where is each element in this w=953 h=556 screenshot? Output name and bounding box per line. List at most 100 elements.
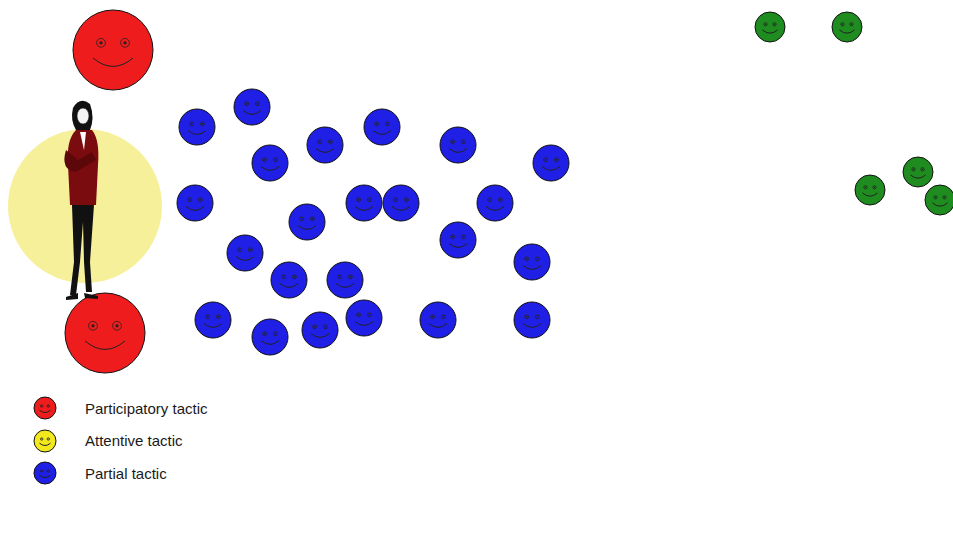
- smiley-eye: [451, 140, 455, 144]
- smiley-face: [925, 185, 953, 215]
- smiley-eye: [263, 332, 267, 336]
- smiley-pupil: [41, 438, 43, 440]
- smiley-eye: [338, 275, 342, 279]
- smiley-mouth: [236, 257, 254, 261]
- legend-swatch: [31, 459, 59, 487]
- smiley-mouth: [186, 207, 204, 211]
- smiley-face: [65, 293, 145, 373]
- smiley-eye: [535, 315, 539, 319]
- smiley-face: [289, 204, 325, 240]
- partial-smiley: [346, 300, 382, 336]
- smiley-eye: [357, 313, 361, 317]
- smiley-pupil: [500, 199, 501, 200]
- participatory-smiley: [65, 293, 145, 373]
- smiley-face: [383, 185, 419, 221]
- smiley-pupil: [376, 123, 377, 124]
- smiley-pupil: [358, 314, 359, 315]
- partial-smiley: [514, 302, 550, 338]
- smiley-mouth: [316, 149, 334, 153]
- partial-smiley: [440, 222, 476, 258]
- smiley-eye: [525, 315, 529, 319]
- smiley-eye: [873, 186, 876, 189]
- smiley-pupil: [207, 316, 208, 317]
- legend-entry: Attentive tactic: [31, 425, 208, 458]
- smiley-mouth: [863, 193, 878, 196]
- smiley-eye: [773, 23, 776, 26]
- smiley-pupil: [369, 314, 370, 315]
- partial-smiley: [177, 185, 213, 221]
- legend-swatch: [31, 427, 59, 455]
- smiley-eye: [245, 102, 249, 106]
- smiley-eye: [764, 23, 767, 26]
- smiley-pupil: [851, 24, 852, 25]
- unengaged-smiley: [855, 175, 885, 205]
- smiley-mouth: [523, 266, 541, 270]
- smiley-pupil: [406, 199, 407, 200]
- smiley-face: [346, 185, 382, 221]
- smiley-eye: [47, 438, 49, 440]
- partial-smiley: [289, 204, 325, 240]
- smiley-eye: [273, 332, 277, 336]
- smiley-eye: [248, 248, 252, 252]
- smiley-pupil: [395, 199, 396, 200]
- smiley-eye: [113, 321, 122, 330]
- smiley-mouth: [486, 207, 504, 211]
- smiley-eye: [89, 321, 98, 330]
- smiley-face: [364, 109, 400, 145]
- smiley-pupil: [369, 199, 370, 200]
- smiley-eye: [934, 196, 937, 199]
- smiley-mouth: [429, 324, 447, 328]
- smiley-eye: [216, 315, 220, 319]
- smiley-pupil: [463, 236, 464, 237]
- smiley-face: [327, 262, 363, 298]
- crossed-arms: [64, 150, 96, 172]
- smiley-face: [34, 430, 56, 452]
- partial-smiley: [420, 302, 456, 338]
- smiley-pupil: [913, 169, 914, 170]
- smiley-pupil: [489, 199, 490, 200]
- smiley-eye: [385, 122, 389, 126]
- smiley-eye: [200, 122, 204, 126]
- smiley-pupil: [41, 470, 43, 472]
- smiley-pupil: [246, 103, 247, 104]
- smiley-pupil: [294, 276, 295, 277]
- smiley-face: [755, 12, 785, 42]
- smiley-face: [346, 300, 382, 336]
- smiley-eye: [375, 122, 379, 126]
- smiley-eye: [488, 198, 492, 202]
- unengaged-smiley: [925, 185, 953, 215]
- smiley-face: [514, 302, 550, 338]
- smiley-pupil: [301, 218, 302, 219]
- smiley-eye: [318, 140, 322, 144]
- smiley-pupil: [537, 316, 538, 317]
- smiley-eye: [300, 217, 304, 221]
- smiley-pupil: [874, 187, 875, 188]
- partial-smiley: [302, 312, 338, 348]
- partial-smiley: [364, 109, 400, 145]
- partial-smiley: [179, 109, 215, 145]
- smiley-eye: [40, 405, 42, 407]
- smiley-eye: [97, 38, 106, 47]
- smiley-pupil: [257, 103, 258, 104]
- partial-smiley: [477, 185, 513, 221]
- smiley-eye: [310, 217, 314, 221]
- smiley-pupil: [319, 141, 320, 142]
- smiley-eye: [348, 275, 352, 279]
- smiley-mouth: [204, 324, 222, 328]
- smiley-pupil: [264, 159, 265, 160]
- smiley-pupil: [545, 159, 546, 160]
- smiley-mouth: [911, 175, 926, 178]
- smiley-eye: [367, 198, 371, 202]
- smiley-eye: [40, 438, 42, 440]
- partial-smiley: [234, 89, 270, 125]
- partial-smiley: [533, 145, 569, 181]
- smiley-eye: [544, 158, 548, 162]
- smiley-eye: [441, 315, 445, 319]
- smiley-face: [227, 235, 263, 271]
- smiley-face: [832, 12, 862, 42]
- smiley-eye: [912, 168, 915, 171]
- smiley-pupil: [463, 141, 464, 142]
- smiley-eye: [461, 235, 465, 239]
- smiley-mouth: [40, 443, 51, 445]
- smiley-mouth: [449, 244, 467, 248]
